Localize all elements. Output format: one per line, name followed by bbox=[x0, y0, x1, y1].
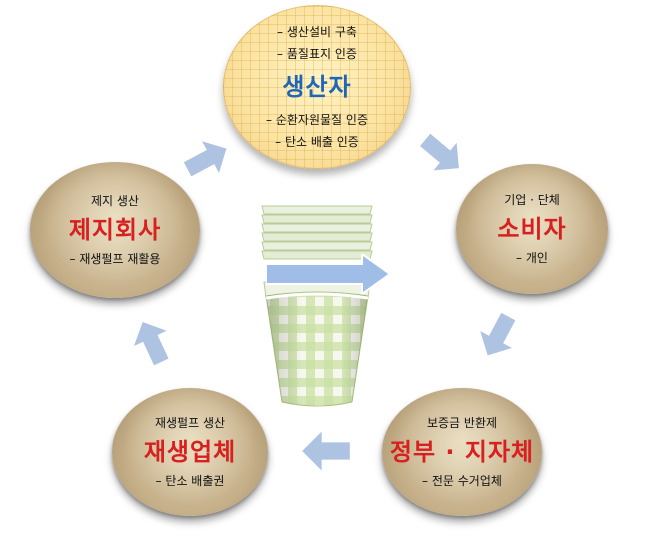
consumer-item-1: 개인 bbox=[516, 247, 548, 269]
paper-mill-node: 제지 생산 제지회사 재생펄프 재활용 bbox=[30, 162, 200, 298]
recycler-item-1: 탄소 배출권 bbox=[156, 470, 224, 492]
paper-mill-item-1: 재생펄프 재활용 bbox=[70, 248, 160, 270]
producer-item-1: 생산설비 구축 bbox=[277, 21, 357, 43]
government-subtitle: 보증금 반환제 bbox=[426, 416, 498, 430]
arrow-papermill-to-producer-icon bbox=[183, 141, 227, 177]
producer-item-4: 탄소 배출 인증 bbox=[275, 131, 359, 153]
producer-node: 생산설비 구축 품질표지 인증 생산자 순환자원물질 인증 탄소 배출 인증 bbox=[223, 5, 411, 169]
arrow-producer-to-consumer-icon bbox=[420, 133, 459, 171]
recycler-node: 재생펄프 생산 재생업체 탄소 배출권 bbox=[112, 388, 268, 516]
arrow-consumer-to-government-icon bbox=[480, 312, 516, 356]
paper-mill-title: 제지회사 bbox=[68, 216, 162, 244]
consumer-subtitle: 기업 · 단체 bbox=[504, 193, 560, 207]
recycler-title: 재생업체 bbox=[143, 438, 237, 466]
government-title: 정부 · 지자체 bbox=[389, 438, 535, 466]
recycler-subtitle: 재생펄프 생산 bbox=[154, 416, 226, 430]
government-node: 보증금 반환제 정부 · 지자체 전문 수거업체 bbox=[382, 388, 542, 516]
consumer-title: 소비자 bbox=[497, 215, 567, 243]
cup-body bbox=[265, 291, 369, 407]
arrow-center-icon bbox=[266, 254, 390, 294]
producer-item-2: 품질표지 인증 bbox=[277, 43, 357, 65]
arrow-recycler-to-papermill-icon bbox=[133, 322, 169, 366]
arrow-government-to-recycler-icon bbox=[302, 431, 350, 471]
paper-mill-subtitle: 제지 생산 bbox=[91, 194, 139, 208]
government-item-1: 전문 수거업체 bbox=[422, 470, 502, 492]
consumer-node: 기업 · 단체 소비자 개인 bbox=[456, 164, 608, 294]
producer-title: 생산자 bbox=[282, 73, 352, 101]
producer-item-3: 순환자원물질 인증 bbox=[266, 109, 368, 131]
